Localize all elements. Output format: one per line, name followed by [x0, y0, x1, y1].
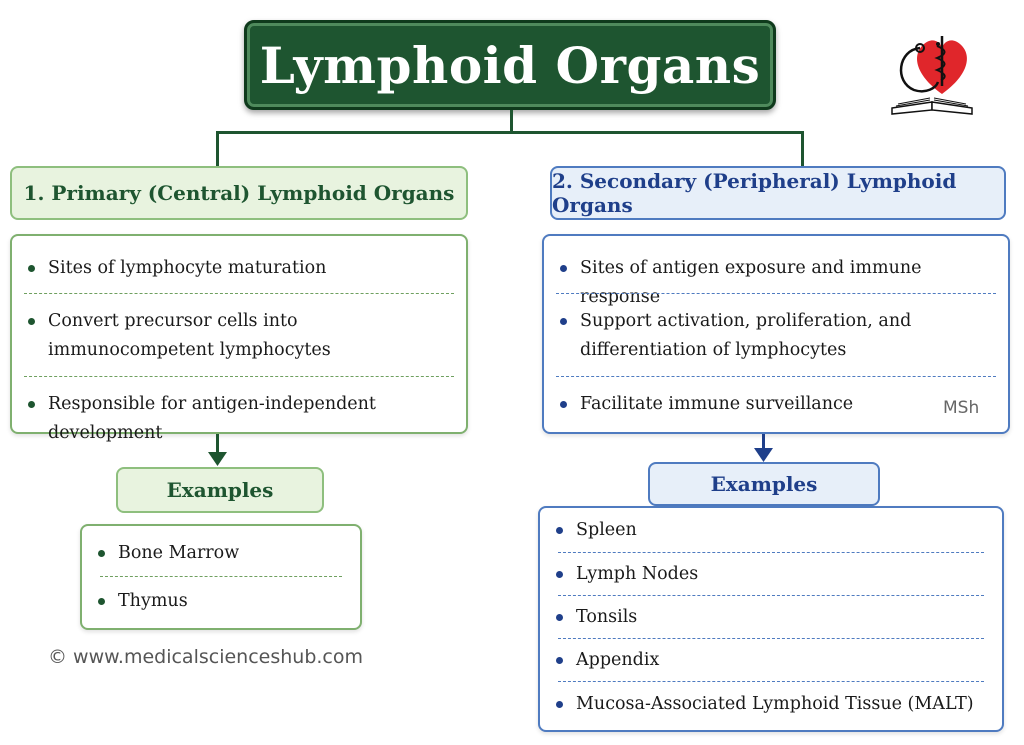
title-banner: Lymphoid Organs [244, 20, 776, 110]
primary-heading: 1. Primary (Central) Lymphoid Organs [23, 181, 455, 205]
connector-right-down [801, 131, 804, 167]
secondary-heading: 2. Secondary (Peripheral) Lymphoid Organ… [552, 169, 957, 217]
arrow-down-icon [208, 452, 227, 466]
connector-left-down [216, 131, 219, 167]
list-item: Thymus [98, 587, 346, 616]
divider [24, 376, 454, 377]
divider [558, 552, 984, 553]
divider [558, 681, 984, 682]
bullet-icon [28, 265, 35, 272]
list-item: Lymph Nodes [556, 560, 988, 589]
bullet-icon [98, 550, 105, 557]
primary-point-2: Convert precursor cells into immunocompe… [28, 307, 452, 365]
primary-heading-box: 1. Primary (Central) Lymphoid Organs [10, 166, 468, 220]
secondary-arrow-line [762, 434, 765, 452]
bullet-icon [556, 571, 563, 578]
heart-caduceus-logo-icon [891, 36, 973, 115]
watermark-text: MSh [943, 398, 980, 418]
secondary-point-3: Facilitate immune surveillance [560, 390, 994, 419]
divider [100, 576, 342, 577]
divider [556, 376, 996, 377]
secondary-examples-label: Examples [648, 462, 880, 506]
list-item: Appendix [556, 646, 988, 675]
secondary-heading-box: 2. Secondary (Peripheral) Lymphoid Organ… [550, 166, 1006, 220]
bullet-icon [560, 318, 567, 325]
primary-examples-label: Examples [116, 467, 324, 513]
bullet-icon [556, 527, 563, 534]
primary-point-3: Responsible for antigen-independent deve… [28, 390, 452, 443]
bullet-icon [98, 598, 105, 605]
copyright-text: © www.medicalscienceshub.com [48, 646, 364, 668]
bullet-icon [556, 614, 563, 621]
bullet-icon [556, 657, 563, 664]
page-title: Lymphoid Organs [259, 35, 761, 95]
bullet-icon [28, 401, 35, 408]
secondary-point-2: Support activation, proliferation, and d… [560, 307, 994, 365]
bullet-icon [556, 701, 563, 708]
divider [558, 595, 984, 596]
primary-arrow-line [216, 434, 219, 456]
connector-title-down [510, 110, 513, 134]
list-item: Bone Marrow [98, 539, 346, 568]
secondary-points-box: Sites of antigen exposure and immune res… [542, 234, 1010, 434]
primary-examples-box: Bone Marrow Thymus [80, 524, 362, 630]
list-item: Spleen [556, 516, 988, 545]
connector-horizontal [216, 131, 804, 134]
primary-point-1: Sites of lymphocyte maturation [28, 254, 452, 283]
secondary-examples-box: Spleen Lymph Nodes Tonsils Appendix Muco… [538, 506, 1004, 732]
primary-points-box: Sites of lymphocyte maturation Convert p… [10, 234, 468, 443]
divider [558, 638, 984, 639]
list-item: Tonsils [556, 603, 988, 632]
arrow-down-icon [754, 448, 773, 462]
bullet-icon [28, 318, 35, 325]
divider [24, 293, 454, 294]
divider [556, 293, 996, 294]
bullet-icon [560, 265, 567, 272]
bullet-icon [560, 401, 567, 408]
list-item: Mucosa-Associated Lymphoid Tissue (MALT) [556, 690, 988, 719]
secondary-point-1: Sites of antigen exposure and immune res… [560, 254, 994, 307]
